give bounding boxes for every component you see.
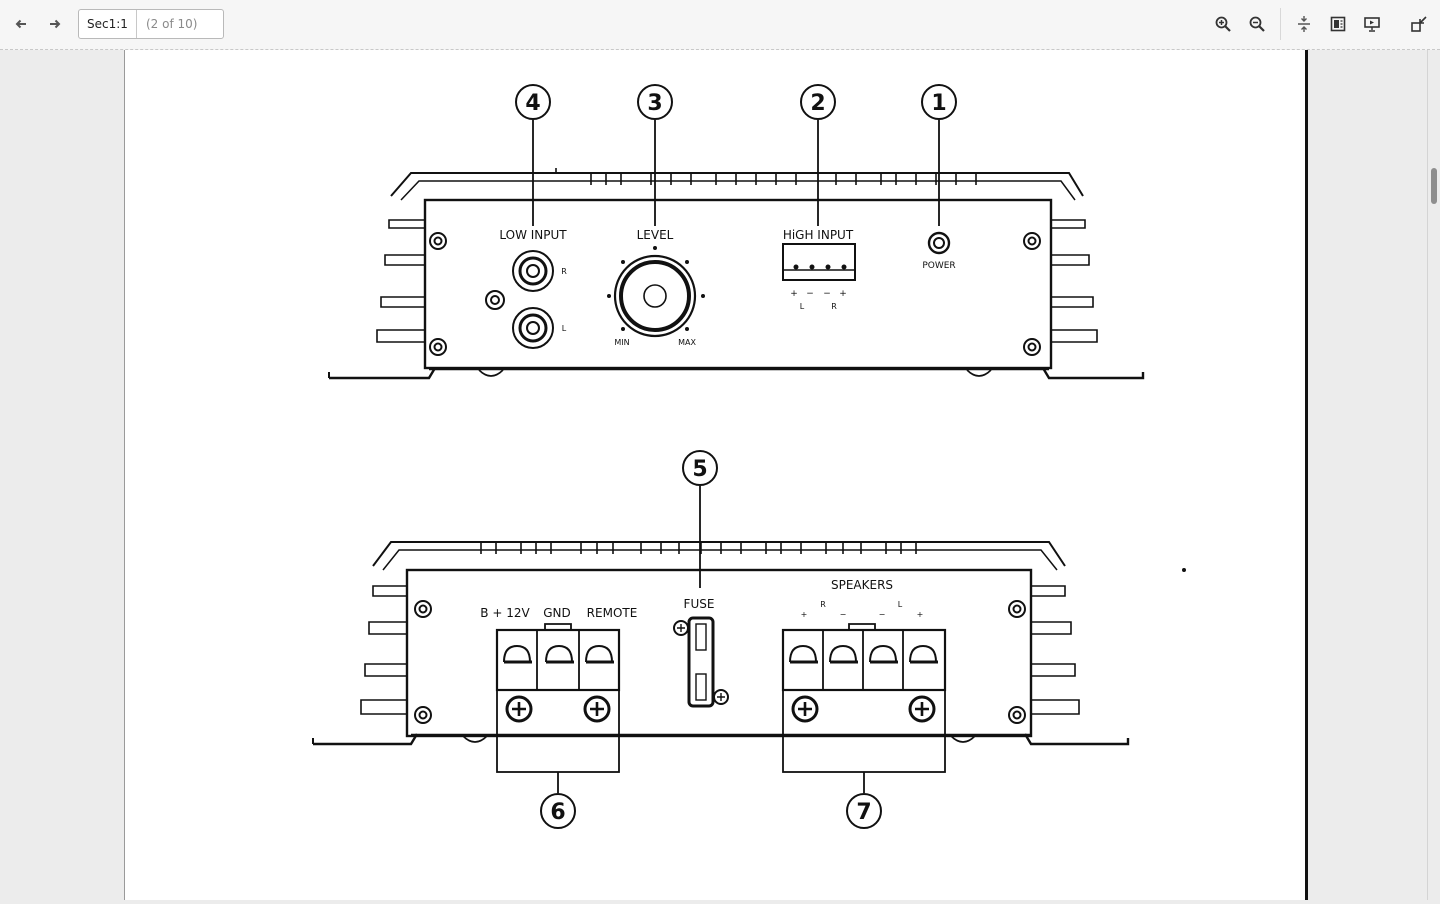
toolbar-separator [1280, 8, 1281, 40]
speaker-sign-4: + [917, 610, 924, 619]
fit-width-button[interactable] [1290, 10, 1318, 38]
jack-r-label: R [561, 267, 567, 276]
callout-7: 7 [856, 800, 871, 825]
callout-3: 3 [647, 91, 662, 116]
b12v-label: B + 12V [480, 606, 530, 620]
front-panel-drawing [328, 84, 1145, 380]
page-count: (2 of 10) [146, 17, 198, 31]
scrollbar-thumb[interactable] [1431, 168, 1437, 204]
callout-5: 5 [692, 457, 707, 482]
power-label: POWER [922, 261, 955, 271]
document-page: 4 3 2 1 5 6 7 LOW INPUT LEVEL HiGH INPUT… [124, 50, 1308, 900]
level-min-label: MIN [614, 338, 629, 347]
speaker-sign-1: + [801, 610, 808, 619]
zoom-in-icon [1215, 16, 1231, 32]
presentation-icon [1364, 17, 1380, 32]
exit-fullscreen-icon [1411, 16, 1427, 32]
rear-panel-drawing [312, 450, 1186, 829]
low-input-label: LOW INPUT [499, 228, 567, 242]
jack-l-label: L [562, 324, 567, 333]
next-page-button[interactable] [41, 10, 69, 38]
high-pin-sign-2: − [806, 289, 814, 299]
callout-4: 4 [525, 91, 540, 116]
high-input-label: HiGH INPUT [783, 228, 854, 242]
level-label: LEVEL [637, 228, 674, 242]
toolbar: (2 of 10) [0, 0, 1440, 50]
high-pin-sign-1: + [790, 289, 798, 299]
zoom-in-button[interactable] [1209, 10, 1237, 38]
exit-fullscreen-button[interactable] [1405, 10, 1433, 38]
page-layout-button[interactable] [1324, 10, 1352, 38]
previous-page-button[interactable] [7, 10, 35, 38]
page-layout-icon [1330, 16, 1346, 32]
high-pin-sign-3: − [823, 289, 831, 299]
speaker-l-label: L [898, 600, 903, 609]
arrow-right-icon [50, 19, 61, 29]
vertical-scrollbar[interactable] [1427, 50, 1440, 900]
speaker-sign-2: − [840, 610, 847, 619]
page-navigator: (2 of 10) [78, 9, 224, 39]
speaker-r-label: R [820, 600, 826, 609]
zoom-out-icon [1249, 16, 1265, 32]
level-max-label: MAX [678, 338, 696, 347]
high-pin-sign-4: + [839, 289, 847, 299]
high-pin-l-label: L [800, 302, 805, 311]
high-pin-r-label: R [831, 302, 837, 311]
remote-label: REMOTE [587, 606, 638, 620]
arrow-left-icon [15, 19, 26, 29]
gnd-label: GND [543, 606, 571, 620]
document-viewport: 4 3 2 1 5 6 7 LOW INPUT LEVEL HiGH INPUT… [0, 50, 1440, 900]
speakers-label: SPEAKERS [831, 578, 893, 592]
amplifier-panel-diagram: 4 3 2 1 5 6 7 LOW INPUT LEVEL HiGH INPUT… [312, 84, 1186, 829]
presentation-button[interactable] [1358, 10, 1386, 38]
speaker-sign-3: − [879, 610, 886, 619]
fuse-label: FUSE [684, 597, 715, 611]
page-number-input[interactable] [79, 10, 137, 38]
callout-2: 2 [810, 91, 825, 116]
callout-1: 1 [931, 91, 946, 116]
callout-6: 6 [550, 800, 565, 825]
zoom-out-button[interactable] [1243, 10, 1271, 38]
fit-width-icon [1298, 16, 1310, 32]
